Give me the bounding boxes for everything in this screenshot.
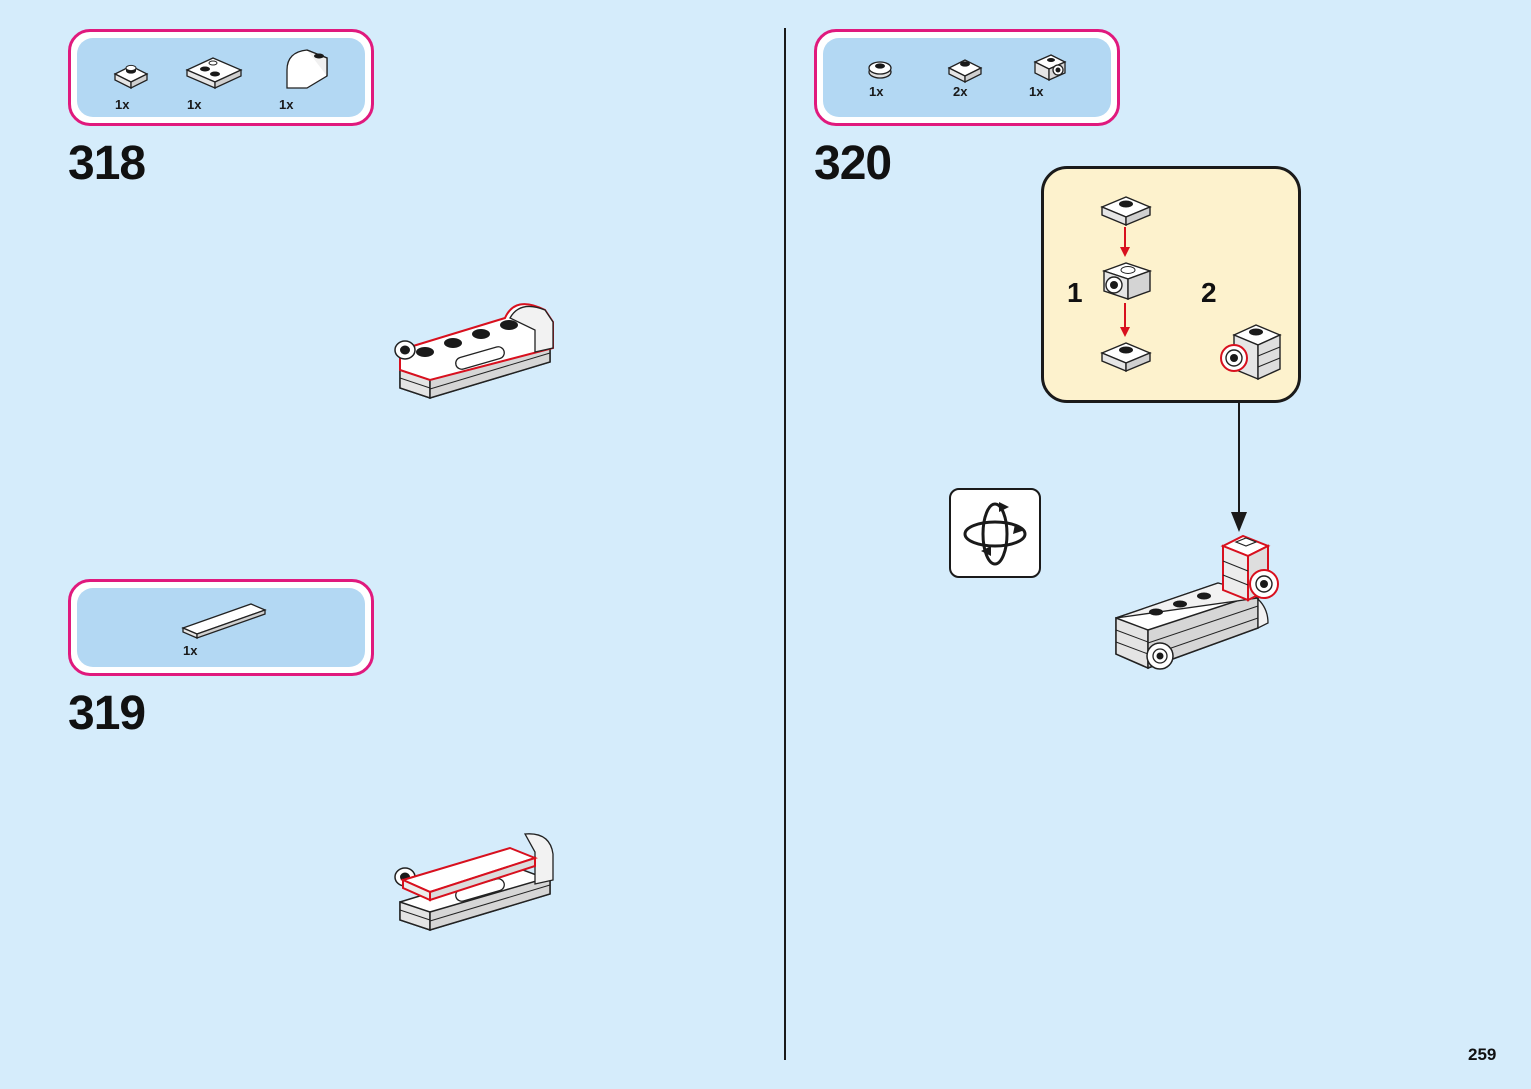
part-qty: 1x [115,97,130,112]
assembly-318-illustration [394,303,554,400]
part-brick-1x1-stud-side: 1x [1029,50,1069,99]
step-number-318: 318 [68,137,146,190]
parts-list-320: 1x 2x 1x [814,29,1120,126]
parts-list-318: 1x 1x 1x [68,29,374,126]
sub-assembly-callout: 1 2 [1041,166,1301,403]
brick-stud-side-icon [1033,54,1067,82]
rotate-model-icon [949,488,1041,578]
plate-1x1-icon [947,59,983,84]
part-plate-round-1x1: 1x [865,56,895,99]
substep-number: 1 [1067,277,1083,308]
step-number-320: 320 [814,137,892,190]
slope-curved-icon [286,49,328,89]
assembly-320-illustration [1115,534,1279,670]
sub-assembly-illustration [1100,196,1282,381]
rotate-arrows-icon [963,502,1027,566]
parts-list-319: 1x [68,579,374,676]
model-step-319 [385,822,565,942]
model-step-318 [385,290,565,410]
part-qty: 1x [1029,84,1044,99]
part-plate-1x1: 1x [111,60,151,112]
step-number-319: 319 [68,687,146,740]
part-qty: 1x [183,643,198,658]
assembly-319-illustration [394,833,554,932]
placement-arrow [1231,402,1247,532]
part-tile-1x6: 1x [179,596,269,658]
part-plate-1x1: 2x [945,54,985,99]
part-qty: 2x [953,84,968,99]
part-slope-curved: 1x [279,44,335,112]
part-qty: 1x [279,97,294,112]
part-plate-modified-2x2: 1x [183,52,245,112]
model-step-320 [1108,528,1288,683]
page-number: 259 [1468,1045,1497,1064]
page-divider [784,28,786,1060]
tile-1x6-icon [181,603,267,639]
part-qty: 1x [869,84,884,99]
substep-number: 2 [1201,277,1217,308]
plate-round-icon [868,61,892,79]
plate-1x1-icon [113,64,149,90]
part-qty: 1x [187,97,202,112]
plate-modified-icon [185,57,243,90]
